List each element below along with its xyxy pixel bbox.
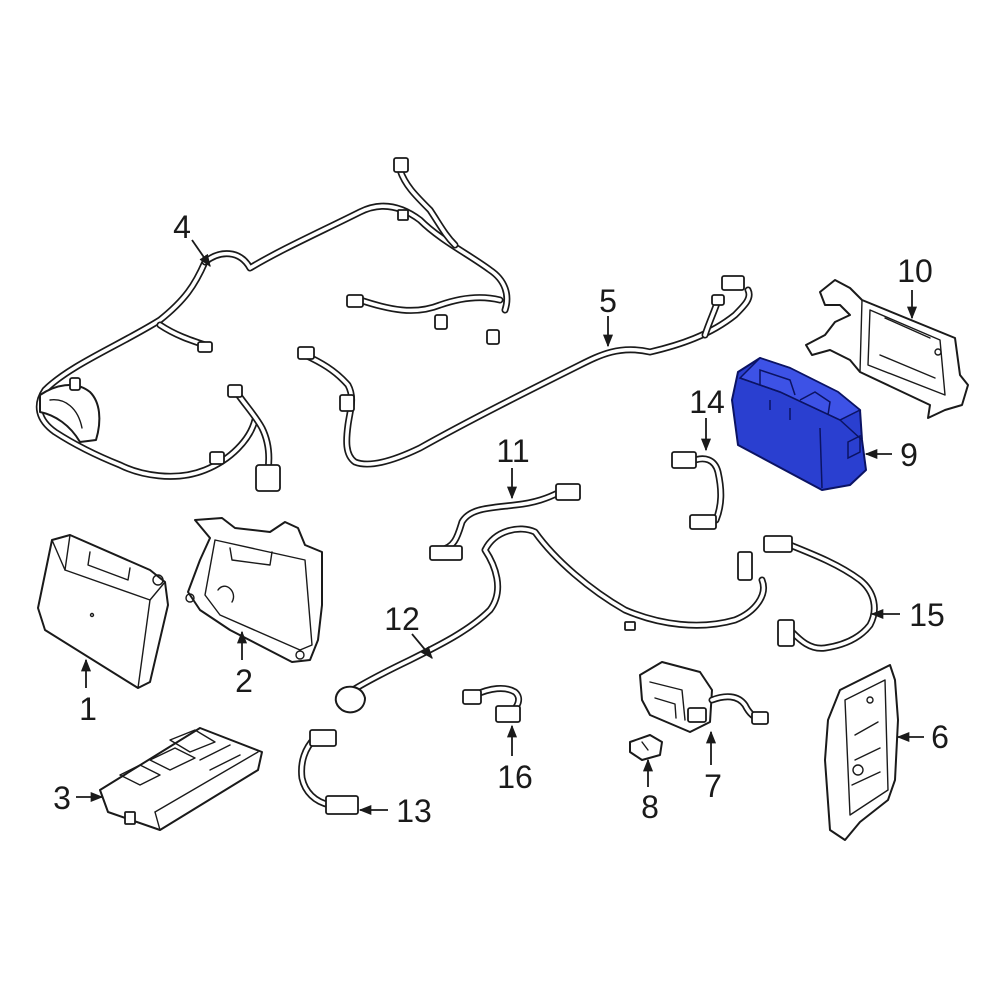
part-8-clip[interactable] (629, 734, 663, 761)
callout-2: 2 (235, 663, 253, 699)
part-1-module[interactable] (37, 534, 169, 689)
part-14-harness[interactable] (671, 451, 725, 530)
callout-1: 1 (79, 691, 97, 727)
part-10-bracket[interactable] (805, 279, 969, 419)
leader-12 (411, 633, 433, 659)
callout-8: 8 (641, 789, 659, 825)
part-5-harness[interactable] (297, 275, 753, 468)
callout-7: 7 (704, 768, 722, 804)
callout-6: 6 (931, 719, 949, 755)
leader-lines (76, 239, 924, 816)
callout-15: 15 (909, 597, 945, 633)
part-15-harness[interactable] (763, 535, 878, 652)
part-7-sensor[interactable] (639, 661, 769, 733)
callout-14: 14 (689, 384, 725, 420)
callout-11: 11 (496, 433, 529, 469)
part-13-harness[interactable] (298, 729, 359, 815)
part-9-module[interactable] (731, 357, 867, 491)
leader-4 (191, 239, 211, 268)
callout-labels: 1 2 3 4 5 6 7 8 9 10 11 12 13 14 15 16 (53, 209, 949, 829)
part-4-harness[interactable] (35, 157, 511, 492)
callout-3: 3 (53, 780, 71, 816)
part-16-harness[interactable] (462, 684, 523, 723)
part-3-module[interactable] (99, 727, 263, 831)
callout-5: 5 (599, 283, 617, 319)
part-11-harness[interactable] (429, 483, 581, 561)
callout-10: 10 (897, 253, 933, 289)
callout-4: 4 (173, 209, 191, 245)
callout-16: 16 (497, 759, 533, 795)
callout-9: 9 (900, 437, 918, 473)
part-2-bracket[interactable] (185, 517, 323, 663)
callout-13: 13 (396, 793, 432, 829)
part-6-bracket[interactable] (824, 664, 899, 841)
callout-12: 12 (384, 601, 420, 637)
